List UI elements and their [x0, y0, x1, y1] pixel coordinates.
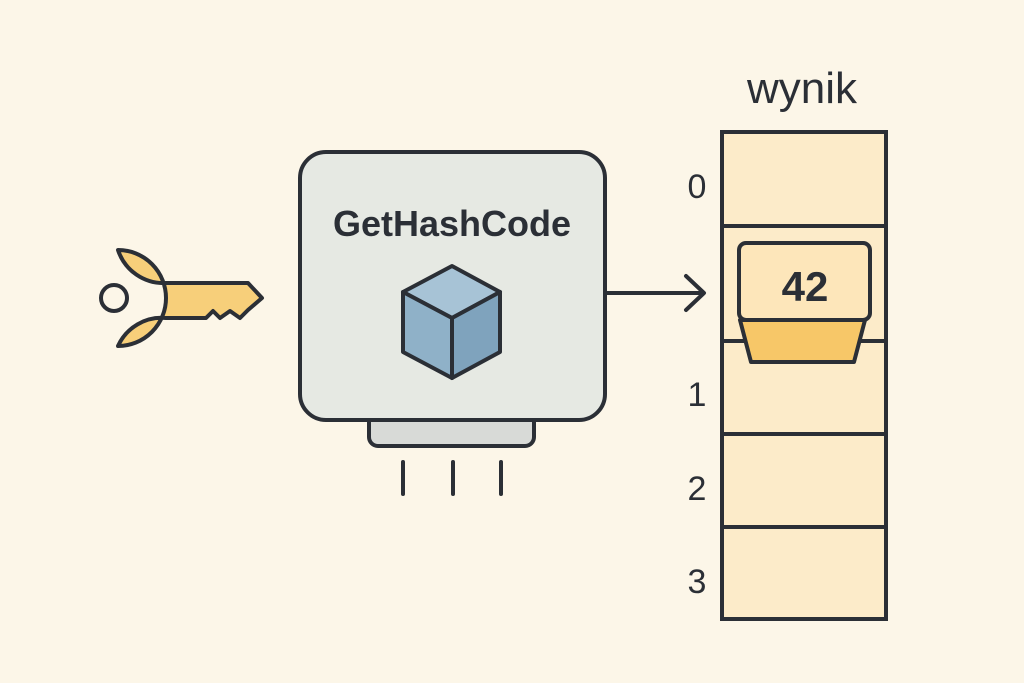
array-column: [720, 130, 888, 621]
function-label: GetHashCode: [333, 203, 571, 244]
index-label-0: 0: [688, 168, 707, 206]
stored-item: [737, 241, 872, 364]
index-label-2: 2: [688, 470, 707, 508]
index-label-1: 1: [688, 376, 707, 414]
item-value: 42: [782, 263, 829, 310]
array-title: wynik: [746, 64, 858, 113]
index-label-3: 3: [688, 563, 707, 601]
key-icon: [99, 248, 264, 348]
arrow-right-icon: [605, 274, 706, 312]
cube-icon: [401, 264, 502, 380]
item-base: [738, 318, 867, 364]
